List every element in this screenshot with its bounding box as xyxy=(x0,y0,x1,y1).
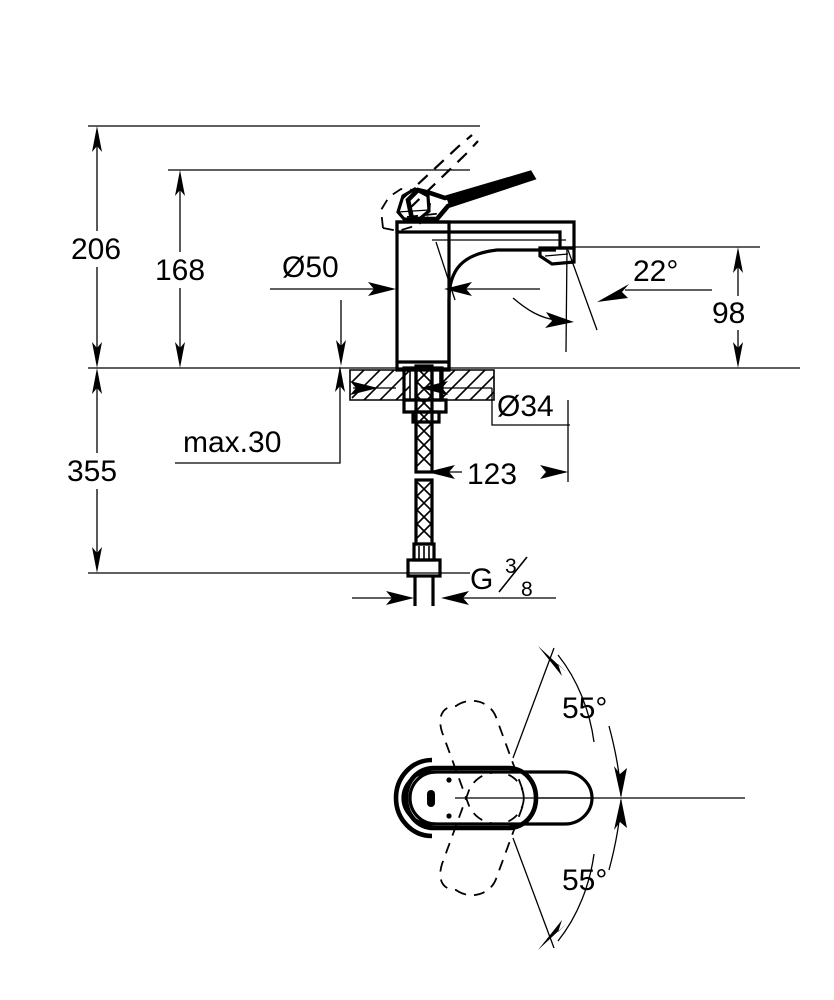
dimension-label-overall-height: 206 xyxy=(71,233,121,266)
lever-handle-phantom xyxy=(380,134,479,232)
arrowhead-168-bottom xyxy=(175,342,185,368)
arrowhead-d34-left xyxy=(350,381,378,395)
label-bg-98 xyxy=(708,296,766,330)
arrowhead-inner-body xyxy=(444,282,472,296)
dimension-hose-length: 355 xyxy=(64,368,130,573)
vertical-ref-outlet xyxy=(565,246,568,353)
dimension-label-outlet-height: 98 xyxy=(712,297,745,330)
dimension-body-diameter: Ø50 xyxy=(270,251,396,366)
arrowhead-98-bottom xyxy=(733,342,743,368)
dimension-label-thread-denominator: 8 xyxy=(521,578,533,601)
leader-line-max30 xyxy=(175,368,341,464)
arrowhead-355-bottom xyxy=(92,547,102,573)
arrowhead-206-bottom xyxy=(92,342,102,368)
swivel-leg-upper xyxy=(512,647,555,759)
top-view-handle: 55° 55° xyxy=(393,646,745,950)
lever-handle-top-face xyxy=(446,172,534,205)
arrowhead-d50 xyxy=(368,282,396,296)
dimension-label-max-deck: max.30 xyxy=(183,426,281,459)
dimension-label-body-diameter: Ø50 xyxy=(282,251,339,284)
thread-fraction-slash xyxy=(498,556,528,593)
hose-lower-braid-pattern xyxy=(416,481,432,539)
ferrule-ribs xyxy=(418,546,430,559)
front-elevation-view: 206 168 Ø50 xyxy=(64,125,800,606)
dimension-overall-height: 206 xyxy=(66,126,128,368)
extension-lines xyxy=(88,125,800,574)
swivel-arc-upper-outer xyxy=(557,654,595,743)
label-bg-355 xyxy=(64,453,130,489)
label-bg-206 xyxy=(66,231,128,267)
arrowhead-max30 xyxy=(335,366,345,392)
handle-index-dot-upper xyxy=(446,777,452,783)
supply-hose-assembly xyxy=(406,364,442,606)
arrowhead-168-top xyxy=(175,170,185,196)
dimension-max-deck: max.30 xyxy=(175,366,345,464)
leader-spout-underside xyxy=(512,297,574,328)
dimension-label-thread-numerator: 3 xyxy=(505,555,517,578)
aerator-detail-line xyxy=(544,253,569,257)
dimension-label-swivel-upper: 55° xyxy=(562,692,607,725)
handle-top-solid xyxy=(393,757,594,839)
arrowhead-thread-right xyxy=(441,591,469,605)
arrowhead-swivel-arc-lower xyxy=(614,798,627,830)
handle-top-inner-cap xyxy=(408,770,437,826)
arrowhead-123-right xyxy=(540,465,568,479)
dimension-thread-size: G 3 8 xyxy=(352,555,556,605)
aerator-outlet xyxy=(538,246,576,266)
dimension-label-thread-letter: G xyxy=(470,563,493,596)
arrowhead-spout-underside xyxy=(545,312,574,328)
thread-stub xyxy=(413,576,435,606)
spout-underside-curve xyxy=(447,248,556,370)
swivel-upper: 55° xyxy=(512,646,627,798)
dimension-label-swivel-lower: 55° xyxy=(562,864,607,897)
arrowhead-d50-down xyxy=(336,340,346,366)
swivel-leg-lower xyxy=(512,837,555,949)
deck-right-block xyxy=(439,369,495,401)
arrowhead-22 xyxy=(597,284,629,302)
dimension-label-hose-length: 355 xyxy=(67,455,117,488)
dimension-spout-angle: 22° xyxy=(565,246,712,353)
arrowhead-swivel-arc-upper xyxy=(614,766,627,798)
label-bg-168 xyxy=(150,252,212,288)
hose-hex-nut xyxy=(406,558,442,578)
dimension-label-spout-height: 168 xyxy=(155,254,205,287)
dimension-outlet-height: 98 xyxy=(708,247,766,368)
handle-index-slot xyxy=(427,790,435,807)
hose-upper-braid-pattern xyxy=(416,367,432,467)
hose-upper-braid xyxy=(414,364,434,474)
arrowhead-355-top xyxy=(92,368,102,394)
arrowhead-123-left xyxy=(427,465,455,479)
arrowhead-98-top xyxy=(733,247,743,273)
arrowhead-swivel-upper xyxy=(538,646,566,676)
dimension-label-shank-length: 123 xyxy=(467,458,517,491)
dimension-label-spout-angle: 22° xyxy=(633,255,678,288)
body-inner-leader xyxy=(435,241,456,301)
washer-block xyxy=(411,410,441,424)
swivel-lower: 55° xyxy=(512,798,627,950)
phantom-hub-bottom xyxy=(382,202,431,232)
swivel-arc-lower-outer xyxy=(557,853,595,942)
dimension-shank-length: 123 xyxy=(427,400,569,491)
phantom-handle-upper-edge xyxy=(409,140,479,209)
handle-index-dot-lower xyxy=(446,813,452,819)
handle-hub-detail xyxy=(397,209,430,213)
arrowhead-thread-left xyxy=(386,591,414,605)
arrowhead-swivel-lower xyxy=(538,920,566,950)
dimension-inner-body-arrow xyxy=(444,282,540,296)
handle-top-lever-plate xyxy=(403,765,539,831)
handle-top-cap-ring xyxy=(393,757,433,839)
phantom-handle-lower-edge xyxy=(401,134,473,200)
arrowhead-206-top xyxy=(92,126,102,152)
dimension-spout-height: 168 xyxy=(150,170,212,368)
phantom-hub-inner xyxy=(406,212,445,218)
faucet-body xyxy=(395,220,576,372)
dimension-label-mount-hole: Ø34 xyxy=(497,390,554,423)
